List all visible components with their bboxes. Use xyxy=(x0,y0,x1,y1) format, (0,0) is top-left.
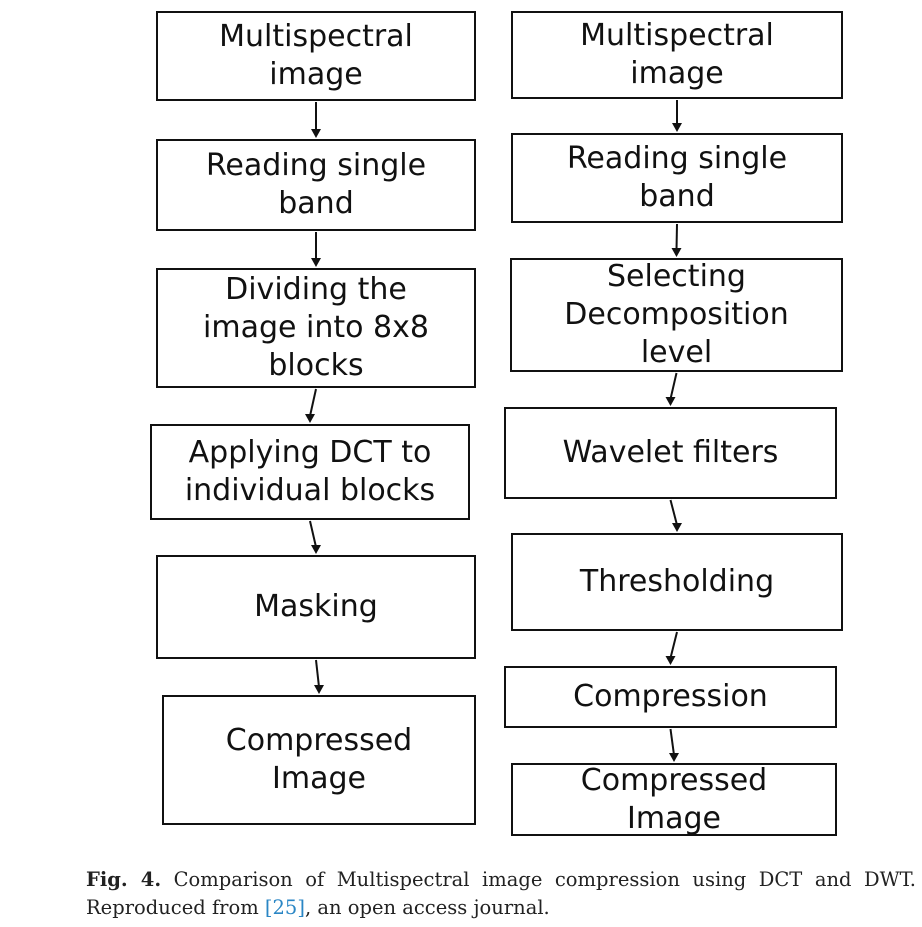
left-node-arrow-3 xyxy=(305,388,317,423)
right-node-arrow-5 xyxy=(665,631,678,665)
left-node-1: Multispectral image xyxy=(156,11,476,101)
right-node-arrow-4 xyxy=(669,499,682,532)
right-node-5: Thresholding xyxy=(511,533,843,631)
reference-link[interactable]: [25] xyxy=(264,896,305,919)
left-node-4: Applying DCT to individual blocks xyxy=(150,424,470,520)
right-node-7: Compressed Image xyxy=(511,763,837,836)
figure-label: Fig. 4. xyxy=(86,868,162,891)
right-node-arrow-1 xyxy=(672,100,682,132)
right-node-arrow-2 xyxy=(671,223,682,257)
right-node-6: Compression xyxy=(504,666,837,728)
left-node-arrow-5 xyxy=(314,659,324,694)
right-node-3: Selecting Decomposition level xyxy=(510,258,843,372)
right-node-1: Multispectral image xyxy=(511,11,843,99)
right-node-4: Wavelet filters xyxy=(504,407,837,499)
left-node-arrow-4 xyxy=(309,520,321,554)
right-node-2: Reading single band xyxy=(511,133,843,223)
caption-text-end: , an open access journal. xyxy=(304,896,550,919)
left-node-3: Dividing the image into 8x8 blocks xyxy=(156,268,476,388)
left-node-arrow-2 xyxy=(311,232,321,267)
caption-text: Comparison of Multispectral image compre… xyxy=(86,868,916,919)
left-node-6: Compressed Image xyxy=(162,695,476,825)
left-node-5: Masking xyxy=(156,555,476,659)
left-node-arrow-1 xyxy=(311,102,321,138)
figure-caption: Fig. 4. Comparison of Multispectral imag… xyxy=(86,866,916,922)
left-node-2: Reading single band xyxy=(156,139,476,231)
right-node-arrow-3 xyxy=(665,372,678,406)
right-node-arrow-6 xyxy=(669,728,679,762)
flowchart-diagram: Multispectral image Reading single band … xyxy=(150,11,843,836)
